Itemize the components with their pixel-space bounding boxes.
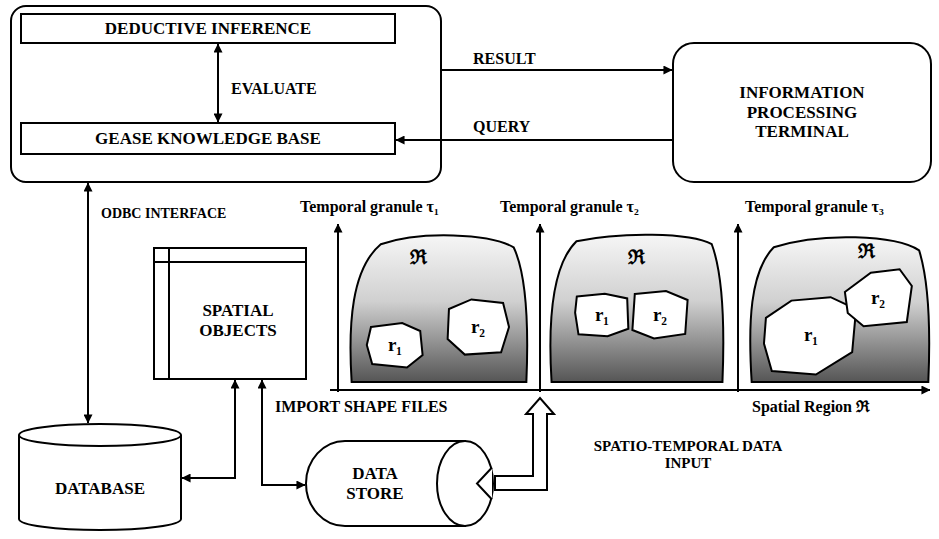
database-cylinder: DATABASE [18,423,182,531]
node-outline [18,423,182,531]
connector [396,139,672,141]
granule-axis [539,224,541,392]
process-box: DEDUCTIVE INFERENCE [20,13,396,44]
connector [217,44,219,122]
edge-label: EVALUATE [228,80,320,98]
spatial-region: ℜr₁ r₂ [348,232,530,385]
node-label: ℜ [410,246,427,269]
process-box: GEASE KNOWLEDGE BASE [20,122,396,155]
annotation: Temporal granule τ₃ [745,198,884,216]
annotation: Spatial Region ℜ [752,398,870,416]
node-label: DATA STORE [325,464,425,503]
edge-label: RESULT [470,50,539,68]
annotation: Temporal granule τ₂ [500,198,639,216]
edge-label: ODBC INTERFACE [98,206,229,222]
region-r: r₁ [365,320,425,370]
edge-label: QUERY [470,118,533,136]
node-label: INFORMATION PROCESSING TERMINAL [717,83,887,142]
node-label: r₁ [388,334,402,356]
node-label: ℜ [628,246,645,269]
connector [182,380,235,478]
datastore-cylinder: DATA STORE [305,440,495,527]
node-label: r₂ [871,287,885,309]
region-r: r₁ [762,292,860,378]
annotation: SPATIO-TEMPORAL DATA INPUT [578,438,798,473]
node-label: ℜ [858,240,875,263]
region-r: r₁ [574,292,630,338]
node-label: GEASE KNOWLEDGE BASE [95,129,321,149]
region-r: r₂ [842,268,914,328]
node-label: r₂ [653,304,667,326]
spatial-region: ℜr₁ r₂ [548,232,726,385]
time-axis [330,389,930,391]
node-label: DEDUCTIVE INFERENCE [105,19,311,39]
node-label: r₁ [595,304,609,326]
connector [442,69,672,71]
table-box: SPATIAL OBJECTS [153,247,307,380]
node-label: SPATIAL OBJECTS [183,301,293,340]
node-label: r₁ [804,324,818,346]
granule-axis [337,224,339,392]
region-r: r₂ [630,290,690,340]
annotation: IMPORT SHAPE FILES [275,398,448,416]
annotation: Temporal granule τ₁ [300,198,439,216]
connector [87,183,89,423]
spatial-region: ℜr₁ r₂ [748,232,932,385]
region-r: r₂ [445,297,511,357]
granule-axis [737,224,739,392]
node-label: DATABASE [55,479,145,499]
hollow-arrow [495,398,554,490]
terminal-box: INFORMATION PROCESSING TERMINAL [672,42,932,183]
connector [262,380,305,485]
node-label: r₂ [471,316,485,338]
